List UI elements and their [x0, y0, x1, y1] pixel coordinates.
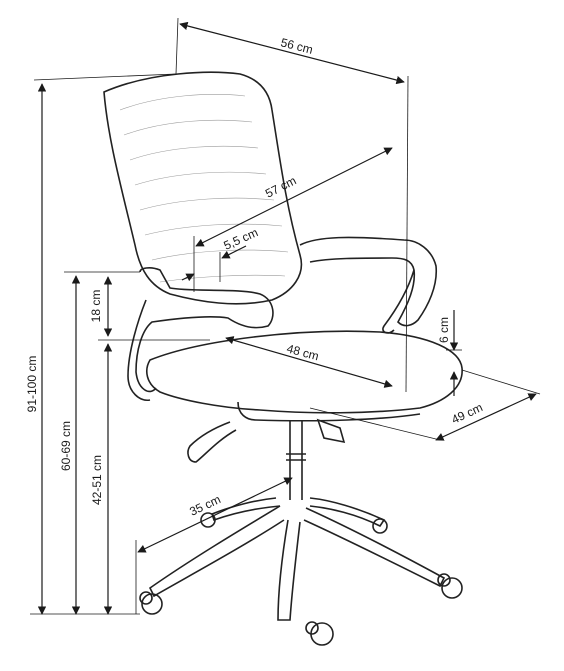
seat-underside — [237, 401, 421, 422]
label-seat-height: 42-51 cm — [90, 455, 104, 505]
label-base-radius: 35 cm — [187, 492, 223, 519]
left-armrest — [135, 267, 274, 393]
label-backrest-width: 57 cm — [263, 173, 298, 200]
label-total-height: 91-100 cm — [25, 356, 39, 413]
casters — [139, 512, 463, 646]
gas-lift — [286, 420, 306, 500]
right-armrest — [299, 236, 438, 327]
label-seat-depth: 49 cm — [449, 400, 485, 427]
left-armrest-support — [127, 299, 151, 401]
label-seat-thickness: 6 cm — [437, 317, 451, 343]
office-chair-illustration — [103, 71, 463, 646]
label-arm-to-seat: 18 cm — [89, 290, 103, 323]
dimension-lines — [30, 17, 541, 615]
tilt-lever — [187, 421, 237, 463]
label-arm-height: 60-69 cm — [59, 421, 73, 471]
right-armrest-side — [382, 269, 415, 334]
mechanism — [316, 418, 346, 444]
label-width-top: 56 cm — [279, 35, 314, 56]
seat — [146, 330, 463, 414]
